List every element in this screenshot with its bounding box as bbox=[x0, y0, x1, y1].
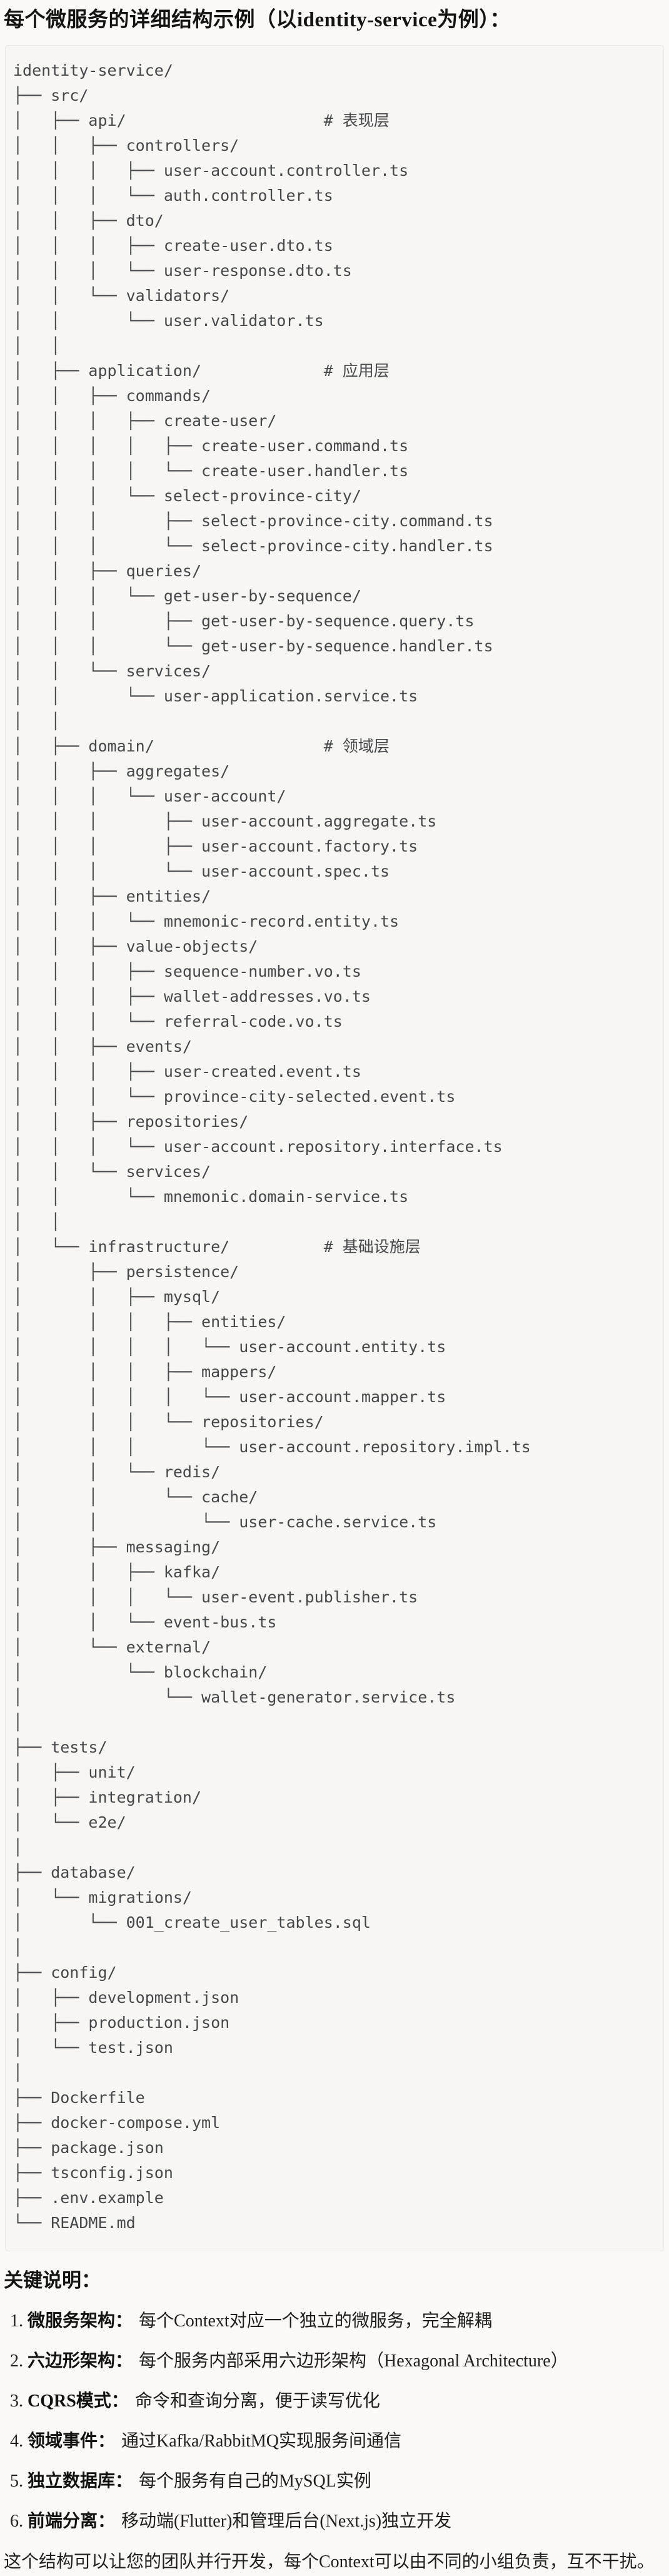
note-item-microservice: 1.微服务架构： 每个Context对应一个独立的微服务，完全解耦 bbox=[10, 2310, 663, 2332]
note-term: 领域事件 bbox=[28, 2431, 98, 2451]
note-number: 1. bbox=[10, 2311, 23, 2331]
note-description: 通过Kafka/RabbitMQ实现服务间通信 bbox=[121, 2431, 401, 2451]
note-colon: ： bbox=[115, 2472, 133, 2491]
note-description: 每个Context对应一个独立的微服务，完全解耦 bbox=[139, 2311, 492, 2331]
note-term: CQRS模式 bbox=[28, 2391, 111, 2411]
note-item-independent-db: 5. 独立数据库： 每个服务有自己的MySQL实例 bbox=[10, 2470, 663, 2492]
note-colon: ： bbox=[111, 2391, 129, 2411]
note-item-hexagonal: 2.六边形架构： 每个服务内部采用六边形架构（Hexagonal Architec… bbox=[10, 2350, 663, 2372]
note-item-cqrs: 3.CQRS模式：命令和查询分离，便于读写优化 bbox=[10, 2390, 663, 2412]
note-term: 六边形架构 bbox=[28, 2351, 116, 2371]
note-item-frontend-split: 6. 前端分离： 移动端(Flutter)和管理后台(Next.js)独立开发 bbox=[10, 2510, 663, 2532]
note-number: 6. bbox=[10, 2512, 23, 2531]
notes-heading: 关键说明： bbox=[4, 2269, 101, 2291]
note-number: 4. bbox=[10, 2431, 23, 2451]
note-colon: ： bbox=[98, 2431, 116, 2451]
note-term: 微服务架构 bbox=[28, 2311, 116, 2331]
note-number: 3. bbox=[10, 2391, 23, 2411]
note-colon: ： bbox=[115, 2351, 133, 2371]
note-number: 5. bbox=[10, 2472, 23, 2491]
note-description: 每个服务有自己的MySQL实例 bbox=[139, 2472, 371, 2491]
closing-paragraph: 这个结构可以让您的团队并行开发，每个Context可以由不同的小组负责，互不干扰… bbox=[4, 2552, 655, 2572]
notes-list: 1.微服务架构：每个Context对应一个独立的微服务，完全解耦 2.六边形架构… bbox=[0, 2310, 669, 2532]
note-description: 每个服务内部采用六边形架构（Hexagonal Architecture） bbox=[139, 2351, 568, 2371]
note-colon: ： bbox=[98, 2512, 116, 2531]
note-number: 2. bbox=[10, 2351, 23, 2371]
note-item-domain-events: 4.领域事件：通过Kafka/RabbitMQ实现服务间通信 bbox=[10, 2430, 663, 2452]
directory-tree: identity-service/ ├── src/ │ ├── api/ # … bbox=[5, 45, 664, 2251]
note-description: 移动端(Flutter)和管理后台(Next.js)独立开发 bbox=[121, 2512, 452, 2531]
note-description: 命令和查询分离，便于读写优化 bbox=[134, 2391, 380, 2411]
note-term: 独立数据库 bbox=[28, 2472, 116, 2491]
note-term: 前端分离 bbox=[28, 2512, 98, 2531]
page-title: 每个微服务的详细结构示例（以identity-service为例）： bbox=[4, 9, 511, 31]
note-colon: ： bbox=[115, 2311, 133, 2331]
